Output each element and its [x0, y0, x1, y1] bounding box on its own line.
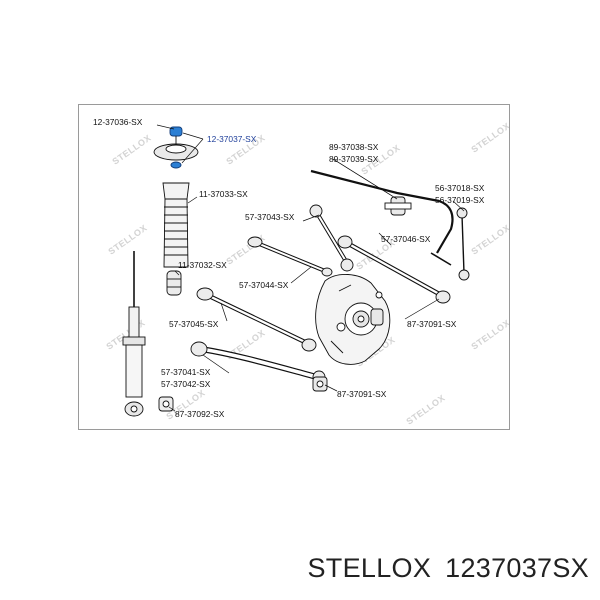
callout-label: 56-37019-SX — [435, 195, 485, 205]
callout-label: 57-37046-SX — [381, 234, 431, 244]
callout-label: 11-37032-SX — [178, 260, 227, 270]
watermark: STELLOX — [404, 393, 447, 427]
watermark: STELLOX — [224, 233, 267, 267]
trailing-arm-part — [196, 287, 317, 352]
callout-label: 87-37091-SX — [407, 319, 457, 329]
callout-label: 56-37018-SX — [435, 183, 485, 193]
callout-label: 57-37043-SX — [245, 212, 295, 222]
dust-boot-part — [162, 182, 190, 268]
callout-label: 87-37091-SX — [337, 389, 387, 399]
suspension-exploded-diagram: STELLOX STELLOX STELLOX STELLOX STELLOX … — [93, 117, 510, 427]
shock-absorber-part — [122, 251, 146, 417]
knuckle-hub-part — [312, 274, 391, 392]
callout-label: 89-37039-SX — [329, 154, 379, 164]
callout-label: 89-37038-SX — [329, 142, 379, 152]
strut-assembly — [122, 126, 199, 417]
callout-label: 11-37033-SX — [199, 189, 248, 199]
brand-name: STELLOX — [307, 553, 432, 583]
callout-label: 57-37041-SX — [161, 367, 211, 377]
lower-bushing-part — [158, 396, 174, 412]
callout-labels: 12-37036-SX 12-37037-SX 11-37033-SX 11-3… — [93, 117, 485, 419]
part-number: 1237037SX — [445, 553, 589, 583]
bump-stop-part — [166, 270, 182, 296]
stabilizer-link-part — [456, 207, 470, 281]
callout-label: 12-37036-SX — [93, 117, 143, 127]
lateral-arm-part — [337, 235, 451, 304]
callout-label-highlighted: 12-37037-SX — [207, 134, 257, 144]
callout-label: 57-37045-SX — [169, 319, 219, 329]
stabilizer-bar-part — [310, 169, 454, 254]
watermark: STELLOX — [106, 223, 149, 257]
callout-label: 87-37092-SX — [175, 409, 225, 419]
part-caption: STELLOX 1237037SX — [0, 553, 589, 584]
watermark: STELLOX — [469, 318, 510, 352]
watermark: STELLOX — [469, 121, 510, 155]
callout-label: 57-37044-SX — [239, 280, 289, 290]
leader-lines — [156, 124, 465, 412]
callout-label: 57-37042-SX — [161, 379, 211, 389]
washer-part — [170, 161, 182, 169]
stabilizer-assembly — [310, 169, 470, 281]
diagram-frame: STELLOX STELLOX STELLOX STELLOX STELLOX … — [78, 104, 510, 430]
toe-link-part — [247, 236, 333, 277]
upper-arm-part — [309, 204, 354, 272]
watermark: STELLOX — [110, 133, 153, 167]
watermark: STELLOX — [469, 223, 510, 257]
